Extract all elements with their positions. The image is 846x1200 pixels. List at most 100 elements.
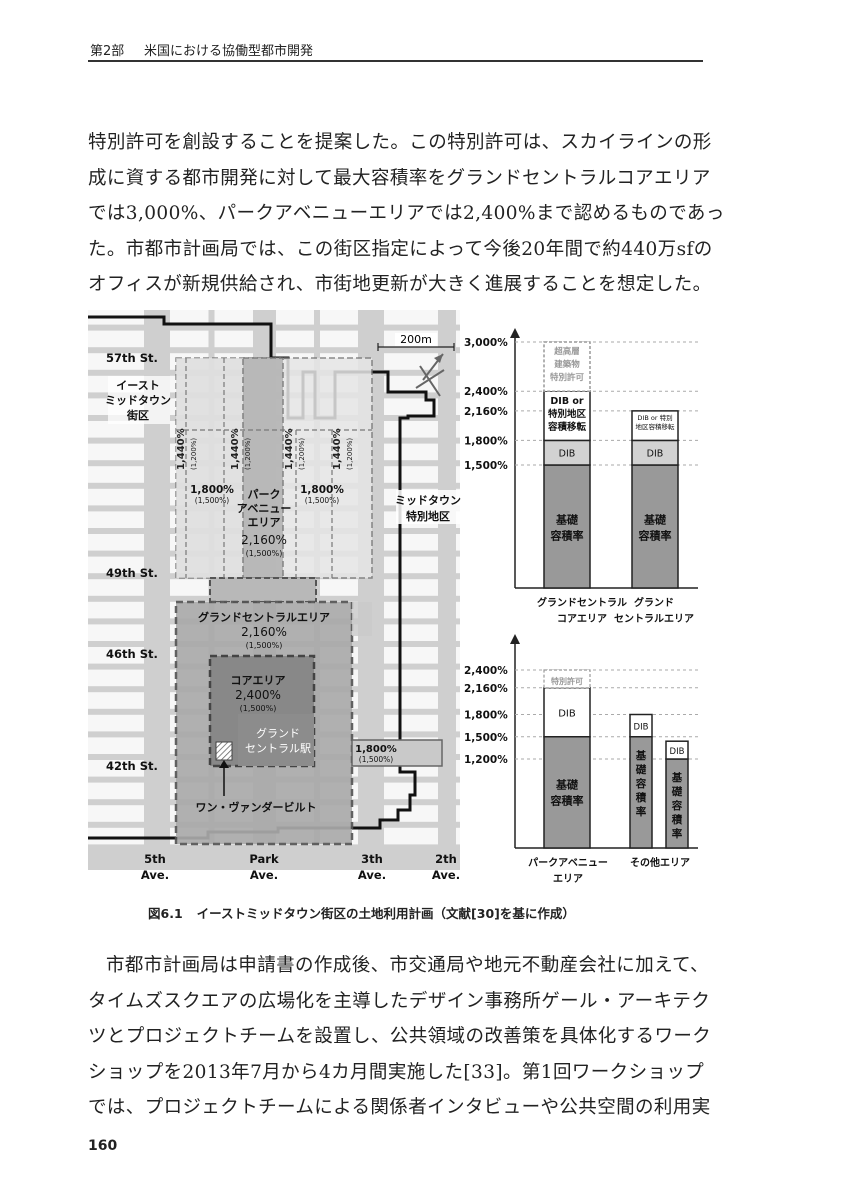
far-1440-col1: 1,440% <box>176 428 187 470</box>
city-block <box>88 601 144 619</box>
park-area-far-base: (1,500%) <box>246 549 283 558</box>
far-1800-right: 1,800% <box>300 484 344 496</box>
body-paragraph-2: 市都市計画局は申請書の作成後、市交通局や地元不動産会社に加えて、 タイムズスクエ… <box>88 948 711 1126</box>
bar-label-dib: DIB <box>634 723 649 733</box>
city-block <box>276 330 314 348</box>
page-number: 160 <box>88 1138 118 1154</box>
bar-label-transfer: 容積移転 <box>547 421 587 433</box>
city-block <box>88 488 144 506</box>
far-1500-east42: (1,500%) <box>359 755 394 764</box>
figure-6-1: 200m 57th St. 49th St. 46th St. 42th St.… <box>88 308 708 890</box>
city-block <box>88 714 144 732</box>
core-area-far: 2,400% <box>235 688 281 702</box>
bar-segment-special <box>543 669 591 689</box>
city-block <box>88 805 144 822</box>
bar-label-special: 特別許可 <box>551 676 583 686</box>
city-block <box>456 534 460 551</box>
city-block <box>384 827 438 845</box>
bar-segment-dib <box>665 740 689 760</box>
land-use-map: 200m 57th St. 49th St. 46th St. 42th St.… <box>88 308 461 882</box>
city-block <box>88 556 144 574</box>
bar-label-base-vertical: 積 <box>671 813 683 826</box>
city-block <box>384 534 438 551</box>
bar-label-base: 基礎 <box>555 777 579 791</box>
y-axis-arrow-icon <box>510 634 520 644</box>
y-tick-label: 1,500% <box>464 460 508 472</box>
city-block <box>320 579 358 596</box>
city-block <box>384 308 438 325</box>
city-block <box>456 601 460 619</box>
city-block <box>88 692 144 709</box>
station-label-1: グランド <box>256 726 300 740</box>
east-midtown-label-2: ミッドタウン <box>105 394 171 407</box>
east-midtown-label-3: 街区 <box>126 408 149 422</box>
city-block <box>456 353 460 370</box>
one-vanderbilt-label: ワン・ヴァンダービルト <box>196 800 317 814</box>
text-line: た。市都市計画局では、この街区指定によって今後20年間で約440万sfの <box>88 238 713 260</box>
avenue-label-5th: 5th <box>144 852 166 866</box>
far-chart-park-avenue: 2,400%2,160%1,800%1,500%1,200%DIB特別許可基礎容… <box>464 634 700 885</box>
bar-label-dib: DIB <box>647 449 664 460</box>
east-42nd-strip-zone <box>351 739 443 767</box>
bar-label-dib: DIB <box>670 747 685 757</box>
far-1800-left: 1,800% <box>190 484 234 496</box>
header-title: 米国における協働型都市開発 <box>144 44 314 59</box>
city-block <box>384 601 438 619</box>
bar-segment-dib <box>629 713 653 738</box>
street-label-57th: 57th St. <box>106 351 158 365</box>
park-area-label-3: エリア <box>248 516 281 529</box>
city-block <box>456 466 460 483</box>
scale-bar: 200m <box>377 333 455 351</box>
avenue-label-park-ave: Ave. <box>250 868 278 882</box>
far-1200-col1: (1,200%) <box>190 438 198 470</box>
grand-central-area-far: 2,160% <box>241 625 287 639</box>
y-axis-arrow-icon <box>510 328 520 338</box>
grand-central-area-edge <box>352 602 372 636</box>
text-line: オフィスが新規供給され、市街地更新が大きく進展することを想定した。 <box>88 274 712 296</box>
y-tick-label: 2,160% <box>464 683 508 695</box>
bar-label-base-vertical: 礎 <box>671 785 683 798</box>
midtown-special-label-2: 特別地区 <box>406 509 450 523</box>
city-block <box>456 308 460 325</box>
bar-label-base: 基礎 <box>555 513 579 527</box>
city-block <box>456 827 460 845</box>
city-block <box>88 647 144 664</box>
city-block <box>88 466 144 483</box>
bar-label-base-vertical: 率 <box>672 827 683 840</box>
park-avenue-area-base <box>209 577 317 603</box>
city-block <box>88 827 144 845</box>
far-zone-boundaries <box>176 358 372 578</box>
city-block <box>88 534 144 551</box>
y-tick-label: 1,800% <box>464 435 508 447</box>
bar-label-base-vertical: 礎 <box>635 763 647 776</box>
city-block <box>384 556 438 574</box>
city-block <box>276 308 314 325</box>
core-area-label: コアエリア <box>231 674 286 687</box>
city-block <box>456 398 460 415</box>
avenue-label-2th: 2th <box>435 852 457 866</box>
caption-number: 図6.1 <box>148 906 183 921</box>
caption-text: イーストミッドタウン街区の土地利用計画（文献[30]を基に作成） <box>196 906 575 921</box>
city-block <box>88 511 144 528</box>
far-1440-col2: 1,440% <box>230 428 241 470</box>
c1-category-1-line1: グランドセントラル <box>537 596 627 609</box>
text-line: ショップを2013年7月から4カ月間実施した[33]。第1回ワークショップ <box>88 1061 705 1083</box>
city-block <box>384 669 438 687</box>
city-block <box>170 579 209 596</box>
bar-label-transfer: DIB or <box>550 396 583 407</box>
far-1440-col4: 1,440% <box>332 428 343 470</box>
street-label-46th: 46th St. <box>106 647 158 661</box>
bar-label-base-vertical: 容 <box>635 777 647 790</box>
city-block <box>456 714 460 732</box>
bar-label-super-tall: 超高層 <box>553 346 580 357</box>
park-area-label-2: アベニュー <box>237 502 292 515</box>
city-block <box>214 308 253 325</box>
city-block <box>88 737 144 754</box>
city-block <box>384 714 438 732</box>
city-block <box>456 692 460 709</box>
c1-category-2-line2: セントラルエリア <box>614 613 694 625</box>
city-block <box>88 624 144 641</box>
y-tick-label: 3,000% <box>464 337 508 349</box>
far-chart-grand-central: 3,000%2,400%2,160%1,800%1,500%基礎容積率DIBDI… <box>464 328 700 625</box>
bar-segment-base <box>543 464 591 589</box>
